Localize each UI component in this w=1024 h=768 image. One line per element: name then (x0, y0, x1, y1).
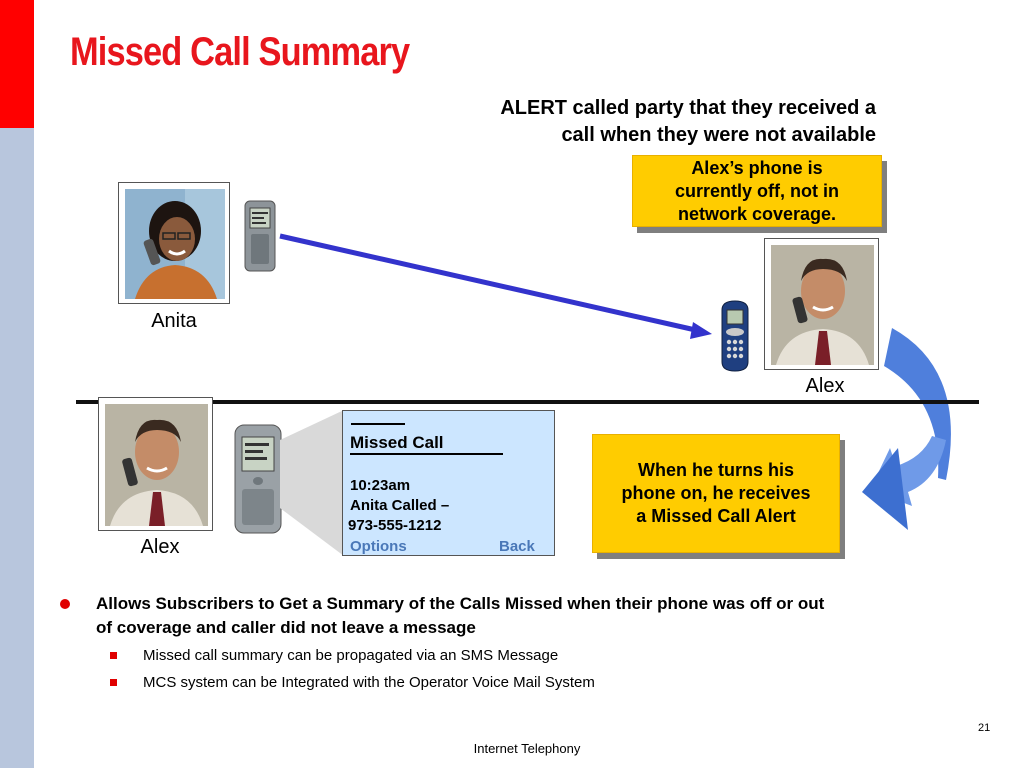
callee-name-bottom: Alex (140, 536, 180, 558)
screen-caller: Anita Called – (350, 497, 450, 514)
bullet-main-line-1: Allows Subscribers to Get a Summary of t… (96, 594, 825, 613)
bullet-square-icon (110, 679, 117, 686)
callout-off-line-3: network coverage. (677, 203, 837, 224)
bullet-main-line-2: of coverage and caller did not leave a m… (96, 618, 476, 637)
callout-alert-line-3: a Missed Call Alert (636, 506, 796, 526)
anita-portrait-image (125, 189, 225, 299)
missed-call-screen: Missed Call 10:23am Anita Called – 973-5… (342, 410, 555, 556)
sidebar-accent (0, 0, 34, 128)
screen-top-rule (351, 423, 405, 425)
callout-alert-line-2: phone on, he receives (621, 483, 811, 503)
caller-name: Anita (151, 310, 197, 332)
alex-portrait-image-bottom (105, 404, 208, 526)
callee-name-top: Alex (805, 375, 845, 397)
bullet-sub-2: MCS system can be Integrated with the Op… (110, 674, 595, 691)
callout-off-line-1: Alex’s phone is (691, 157, 823, 178)
bullet-sub-2-text: MCS system can be Integrated with the Op… (143, 674, 595, 691)
screen-back-softkey[interactable]: Back (499, 538, 535, 555)
anita-photo (118, 182, 230, 304)
subtitle-line-1: ALERT called party that they received a (500, 97, 876, 119)
screen-options-softkey[interactable]: Options (350, 538, 407, 555)
bullet-dot-icon (60, 599, 70, 609)
sidebar-band (0, 0, 34, 768)
section-divider (76, 400, 979, 404)
callout-alert-line-1: When he turns his (637, 460, 794, 480)
screen-zoom-shape (280, 410, 344, 556)
slide-subtitle: ALERT called party that they received a … (416, 95, 876, 149)
callout-off-line-2: currently off, not in (675, 180, 839, 201)
screen-header: Missed Call (350, 433, 444, 452)
page-number: 21 (978, 722, 991, 734)
callout-phone-off: Alex’s phone is currently off, not in ne… (632, 155, 882, 227)
curved-arrow (862, 328, 951, 530)
bullet-sub-1-text: Missed call summary can be propagated vi… (143, 647, 559, 664)
alex-portrait-image-top (771, 245, 874, 365)
screen-time: 10:23am (350, 477, 411, 494)
bullet-sub-1: Missed call summary can be propagated vi… (110, 647, 558, 664)
slide-title: Missed Call Summary (70, 30, 410, 74)
footer-text: Internet Telephony (473, 741, 581, 756)
bullet-main: Allows Subscribers to Get a Summary of t… (60, 592, 960, 640)
screen-header-rule (350, 453, 503, 455)
alert-phone-icon (234, 424, 282, 534)
subtitle-line-2: call when they were not available (561, 124, 876, 146)
screen-number: 973-555-1212 (348, 517, 442, 534)
callout-missed-alert: When he turns his phone on, he receives … (592, 434, 840, 553)
alex-photo-bottom (98, 397, 213, 531)
caller-phone-icon (244, 200, 276, 272)
bullet-square-icon (110, 652, 117, 659)
alex-photo-top (764, 238, 879, 370)
callee-phone-icon (721, 300, 749, 372)
